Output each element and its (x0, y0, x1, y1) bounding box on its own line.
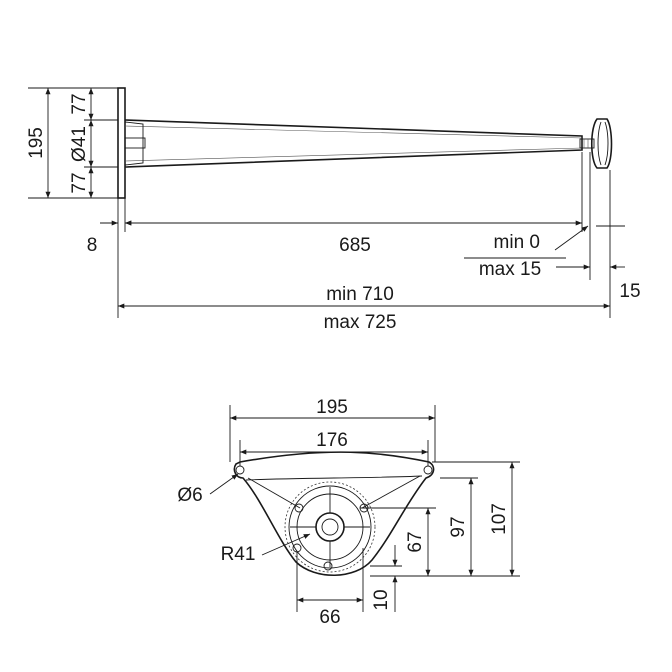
side-view: 195 77 Ø41 77 8 685 min 0 max 15 15 (26, 87, 641, 333)
mounting-flange (117, 87, 126, 199)
dim-width-outer: 195 (316, 397, 348, 418)
dim-adj-min: min 0 (494, 232, 540, 253)
dim-diameter: Ø41 (69, 126, 90, 162)
dim-total-max: max 725 (324, 312, 397, 333)
screw-hole-left (235, 465, 245, 475)
threaded-rod (579, 138, 595, 149)
dim-upper: 77 (69, 93, 90, 114)
dim-h10: 10 (371, 589, 392, 610)
dim-h107: 107 (489, 503, 510, 535)
plate-view: 195 176 Ø6 R41 67 97 107 66 (177, 397, 520, 628)
dim-foot: 15 (619, 281, 640, 302)
dim-radius: R41 (221, 544, 256, 565)
dim-lower: 77 (69, 172, 90, 193)
center-ring (288, 485, 372, 569)
tapered-tube (124, 119, 583, 168)
dim-h97: 97 (448, 516, 469, 537)
dim-length: 685 (339, 235, 371, 256)
dim-h67: 67 (405, 531, 426, 552)
dim-flange: 8 (87, 235, 98, 256)
dim-height-total: 195 (26, 127, 47, 159)
screw-hole-right (423, 465, 433, 475)
center-hub (315, 512, 345, 542)
dim-width-inner: 176 (316, 430, 348, 451)
dim-w66: 66 (319, 607, 340, 628)
adjustable-foot (590, 118, 613, 169)
flange-boss (124, 121, 144, 166)
dim-adj-max: max 15 (479, 259, 541, 280)
dim-total-min: min 710 (326, 284, 394, 305)
dim-hole: Ø6 (177, 485, 202, 506)
mounting-plate (233, 451, 435, 577)
